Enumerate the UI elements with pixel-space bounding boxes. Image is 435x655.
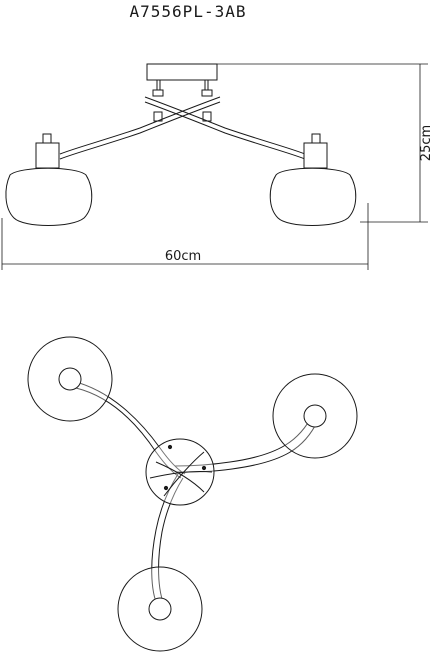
width-label: 60cm xyxy=(165,249,201,264)
glass-shade-right xyxy=(269,167,357,226)
top-holder-upper-left xyxy=(58,367,82,391)
top-arm-bottom xyxy=(151,473,179,608)
top-arm-upper-left xyxy=(71,380,186,475)
ceiling-canopy xyxy=(146,63,218,81)
top-holder-bottom xyxy=(148,597,172,621)
model-code: A7556PL-3AB xyxy=(130,2,247,21)
glass-shade-left xyxy=(5,167,93,226)
top-arm-right xyxy=(174,413,314,467)
top-canopy xyxy=(145,438,215,506)
top-view xyxy=(27,336,358,652)
height-label: 25cm xyxy=(419,125,434,161)
dimension-lines xyxy=(1,63,428,270)
top-holder-right xyxy=(303,404,327,428)
lamp-holder-left xyxy=(35,142,60,169)
side-view xyxy=(5,63,357,226)
arm-right xyxy=(59,96,221,155)
arm-left xyxy=(144,96,306,155)
lamp-holder-right xyxy=(303,142,328,169)
